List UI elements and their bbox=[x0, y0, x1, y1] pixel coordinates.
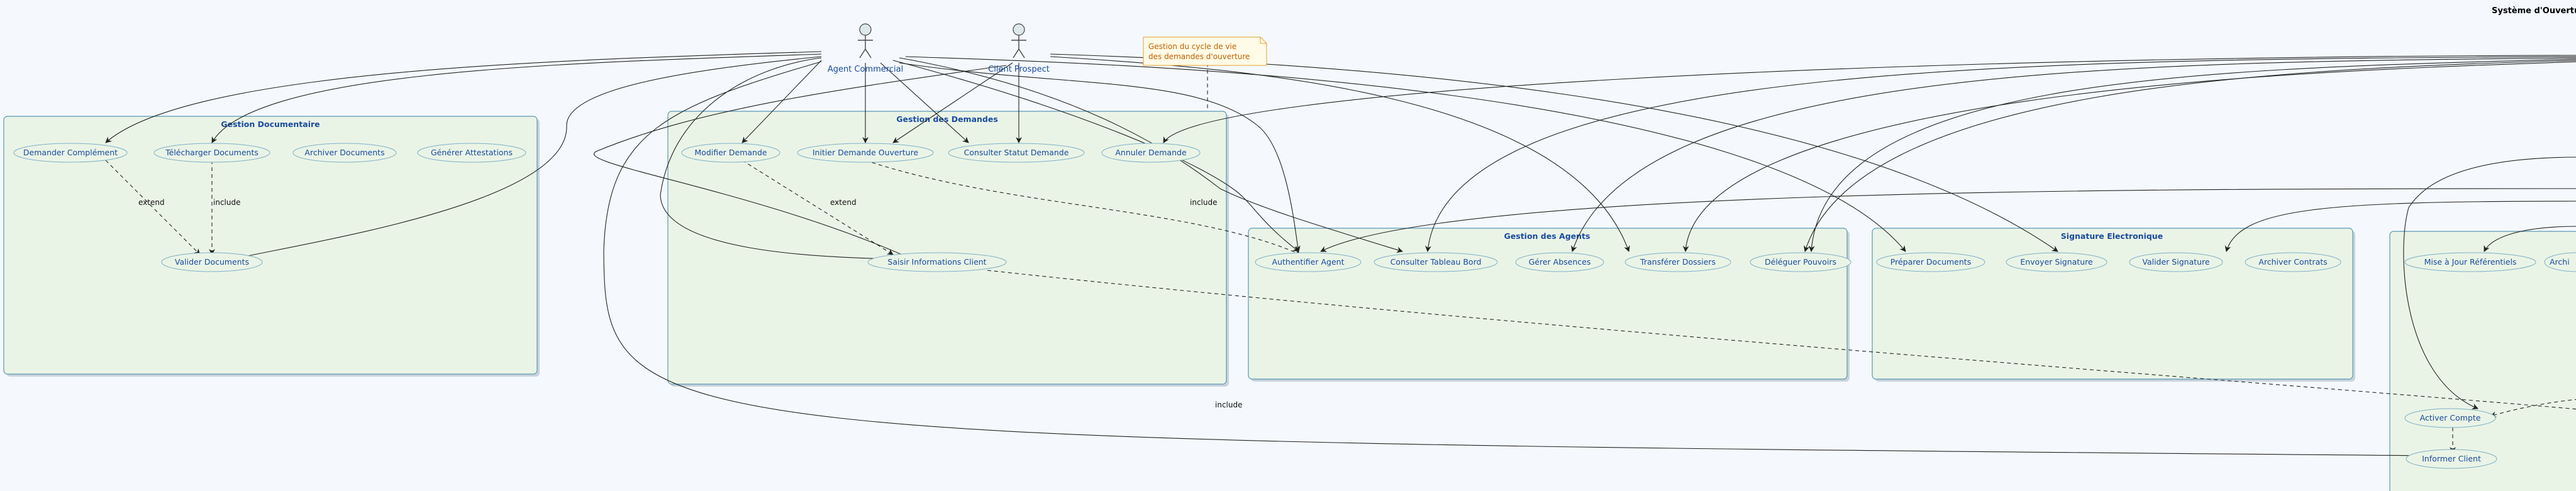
svg-text:Informer Client: Informer Client bbox=[2422, 454, 2481, 463]
actor-label: Agent Commercial bbox=[828, 65, 903, 74]
svg-text:Déléguer Pouvoirs: Déléguer Pouvoirs bbox=[1765, 257, 1836, 267]
package-title: Gestion des Demandes bbox=[896, 114, 998, 124]
svg-text:Préparer Documents: Préparer Documents bbox=[1890, 257, 1971, 267]
usecase-archi-cutoff[interactable]: Archi bbox=[2544, 252, 2576, 272]
svg-text:Modifier Demande: Modifier Demande bbox=[694, 148, 767, 157]
usecase-modifier-demande[interactable]: Modifier Demande bbox=[681, 143, 780, 163]
svg-text:Mise à Jour Référentiels: Mise à Jour Référentiels bbox=[2424, 257, 2517, 267]
usecase-activer-compte[interactable]: Activer Compte bbox=[2404, 408, 2496, 428]
package-title: Gestion des Agents bbox=[1504, 231, 1591, 241]
usecase-authentifier-agent[interactable]: Authentifier Agent bbox=[1255, 252, 1362, 272]
usecase-generer-attestations[interactable]: Générer Attestations bbox=[417, 143, 526, 163]
package-gestion-demandes: Gestion des Demandes bbox=[667, 111, 1229, 387]
usecase-consulter-statut-demande[interactable]: Consulter Statut Demande bbox=[948, 143, 1085, 163]
package-signature-electronique: Signature Electronique bbox=[1872, 228, 2355, 382]
usecase-demander-complement[interactable]: Demander Complément bbox=[13, 143, 128, 163]
note-line-2: des demandes d'ouverture bbox=[1148, 52, 1250, 61]
actor-client-prospect[interactable]: Client Prospect bbox=[988, 23, 1050, 74]
svg-text:Envoyer Signature: Envoyer Signature bbox=[2020, 257, 2093, 267]
usecase-telecharger-documents[interactable]: Télécharger Documents bbox=[153, 143, 270, 163]
usecase-initier-demande-ouverture[interactable]: Initier Demande Ouverture bbox=[797, 143, 934, 163]
include-label: include bbox=[1190, 198, 1217, 207]
svg-text:Activer Compte: Activer Compte bbox=[2420, 413, 2481, 422]
note: Gestion du cycle de vie des demandes d'o… bbox=[1143, 36, 1267, 66]
usecase-saisir-informations-client[interactable]: Saisir Informations Client bbox=[867, 252, 1007, 272]
svg-text:Transférer Dossiers: Transférer Dossiers bbox=[1640, 257, 1716, 267]
usecase-archiver-documents[interactable]: Archiver Documents bbox=[292, 143, 397, 163]
svg-text:Gérer Absences: Gérer Absences bbox=[1529, 257, 1591, 267]
svg-text:Télécharger Documents: Télécharger Documents bbox=[165, 148, 258, 157]
usecase-informer-client[interactable]: Informer Client bbox=[2406, 449, 2497, 469]
usecase-annuler-demande[interactable]: Annuler Demande bbox=[1101, 143, 1201, 163]
usecase-envoyer-signature[interactable]: Envoyer Signature bbox=[2006, 252, 2107, 272]
svg-text:Générer Attestations: Générer Attestations bbox=[431, 148, 513, 157]
dependency-edges bbox=[105, 63, 2576, 453]
note-line-1: Gestion du cycle de vie bbox=[1148, 42, 1236, 51]
svg-text:Authentifier Agent: Authentifier Agent bbox=[1272, 257, 1345, 267]
svg-text:Valider Signature: Valider Signature bbox=[2142, 257, 2210, 267]
usecase-consulter-tableau-bord[interactable]: Consulter Tableau Bord bbox=[1374, 252, 1498, 272]
svg-text:Valider Documents: Valider Documents bbox=[175, 257, 249, 267]
svg-text:Initier Demande Ouverture: Initier Demande Ouverture bbox=[813, 148, 919, 157]
actor-label: Client Prospect bbox=[988, 65, 1050, 74]
usecase-valider-signature[interactable]: Valider Signature bbox=[2129, 252, 2223, 272]
actor-agent-commercial[interactable]: Agent Commercial bbox=[828, 23, 903, 74]
package-title: Signature Electronique bbox=[2061, 231, 2163, 241]
svg-text:Archi: Archi bbox=[2550, 257, 2570, 267]
svg-text:Saisir Informations Client: Saisir Informations Client bbox=[887, 257, 986, 267]
package-gestion-agents: Gestion des Agents bbox=[1248, 228, 1850, 382]
usecase-preparer-documents[interactable]: Préparer Documents bbox=[1876, 252, 1985, 272]
diagram-title: Système d'Ouvertu bbox=[2492, 6, 2576, 16]
usecase-valider-documents[interactable]: Valider Documents bbox=[161, 252, 263, 272]
svg-text:Demander Complément: Demander Complément bbox=[23, 148, 118, 157]
svg-text:Consulter Statut Demande: Consulter Statut Demande bbox=[964, 148, 1069, 157]
svg-text:Consulter Tableau Bord: Consulter Tableau Bord bbox=[1391, 257, 1482, 267]
package-gestion-documentaire: Gestion Documentaire bbox=[3, 116, 540, 377]
usecase-mise-a-jour-referentiels[interactable]: Mise à Jour Référentiels bbox=[2404, 252, 2536, 272]
usecase-transferer-dossiers[interactable]: Transférer Dossiers bbox=[1624, 252, 1731, 272]
usecase-deleguer-pouvoirs[interactable]: Déléguer Pouvoirs bbox=[1750, 252, 1852, 272]
extend-label: extend bbox=[138, 198, 165, 207]
extend-label: extend bbox=[830, 198, 857, 207]
association-edges bbox=[105, 51, 2576, 459]
usecase-archiver-contrats[interactable]: Archiver Contrats bbox=[2245, 252, 2341, 272]
package-title: Gestion Documentaire bbox=[221, 119, 319, 129]
include-label: include bbox=[213, 198, 240, 207]
usecase-gerer-absences[interactable]: Gérer Absences bbox=[1515, 252, 1604, 272]
svg-text:Annuler Demande: Annuler Demande bbox=[1115, 148, 1187, 157]
svg-text:Archiver Contrats: Archiver Contrats bbox=[2258, 257, 2327, 267]
include-label: include bbox=[1215, 400, 1242, 409]
svg-text:Archiver Documents: Archiver Documents bbox=[304, 148, 384, 157]
